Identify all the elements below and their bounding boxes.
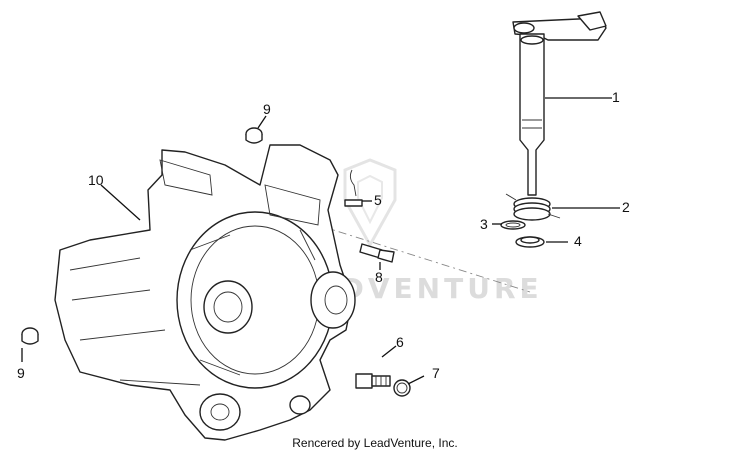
callout-7: 7 [432,365,440,381]
callout-3: 3 [480,216,488,232]
callout-4: 4 [574,233,582,249]
callout-9-left: 9 [17,365,25,381]
washer [500,220,526,230]
pin [344,169,363,207]
callout-8: 8 [375,269,383,285]
dowel-pin-left [21,327,39,345]
shift-spring [505,193,561,221]
callout-5: 5 [374,192,382,208]
drain-bolt [355,373,391,389]
callout-6: 6 [396,334,404,350]
sealing-washer [393,379,411,397]
leader-lines [21,97,620,385]
crankcase-half [54,144,356,441]
callout-2: 2 [622,199,630,215]
shift-shaft [512,11,607,196]
callout-9-top: 9 [263,101,271,117]
render-credit: Rencered by LeadVenture, Inc. [292,436,458,450]
callout-1: 1 [612,89,620,105]
oil-seal [515,236,545,248]
callout-10: 10 [88,172,104,188]
dowel-pin-top [245,127,263,144]
bolt [359,243,395,263]
